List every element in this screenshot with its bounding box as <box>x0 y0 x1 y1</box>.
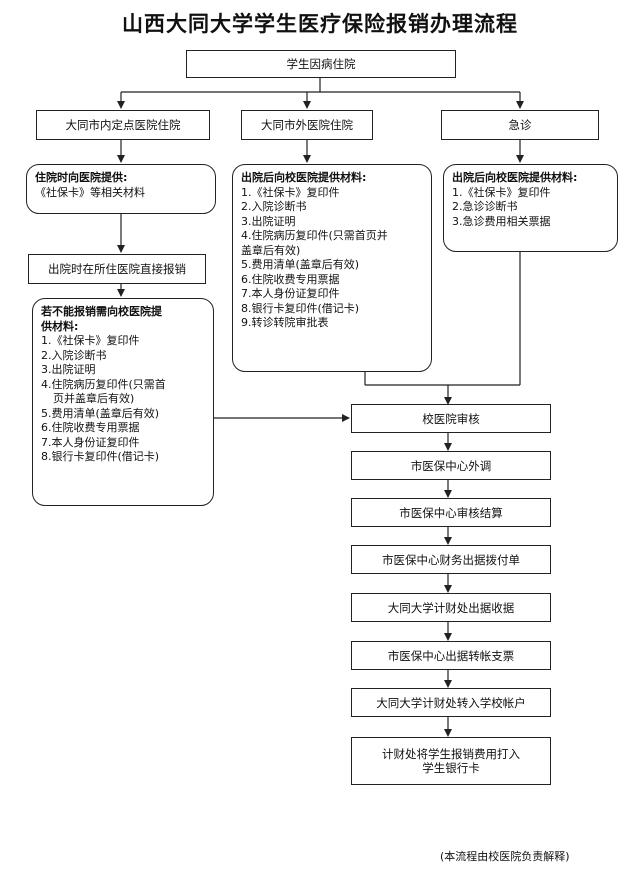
box-heading-cont: 供材料: <box>41 319 79 333</box>
outside-city-materials: 出院后向校医院提供材料: 1.《社保卡》复印件 2.入院诊断书 3.出院证明 4… <box>232 164 432 372</box>
material-item: 4.住院病历复印件(只需首 <box>41 377 166 391</box>
material-item: 3.出院证明 <box>41 363 96 376</box>
direct-reimburse-node: 出院时在所住医院直接报销 <box>28 254 206 284</box>
final-line-1: 计财处将学生报销费用打入 <box>382 747 520 761</box>
emergency-materials: 出院后向校医院提供材料: 1.《社保卡》复印件 2.急诊诊断书 3.急诊费用相关… <box>443 164 618 252</box>
branch-inside-city: 大同市内定点医院住院 <box>36 110 210 140</box>
material-item: 5.费用清单(盖章后有效) <box>241 258 360 271</box>
page-title: 山西大同大学学生医疗保险报销办理流程 <box>122 11 518 36</box>
step-school-account: 大同大学计财处转入学校帐户 <box>351 688 551 717</box>
material-item: 5.费用清单(盖章后有效) <box>41 406 160 420</box>
material-item: 1.《社保卡》复印件 <box>41 334 140 347</box>
branch-emergency: 急诊 <box>441 110 599 140</box>
material-item: 7.本人身份证复印件 <box>241 287 340 300</box>
material-item: 7.本人身份证复印件 <box>41 435 140 449</box>
start-node: 学生因病住院 <box>186 50 456 78</box>
step-final-payout: 计财处将学生报销费用打入 学生银行卡 <box>351 737 551 785</box>
step-cheque: 市医保中心出据转帐支票 <box>351 641 551 670</box>
material-item: 4.住院病历复印件(只需首页并 <box>241 229 388 242</box>
step-clinic-review: 校医院审核 <box>351 404 551 433</box>
material-item: 8.银行卡复印件(借记卡) <box>41 450 160 463</box>
school-clinic-materials: 若不能报销需向校医院提 供材料: 1.《社保卡》复印件 2.入院诊断书 3.出院… <box>32 298 214 506</box>
material-item: 《社保卡》等相关材料 <box>35 185 145 199</box>
branch-outside-city: 大同市外医院住院 <box>241 110 373 140</box>
final-line-2: 学生银行卡 <box>422 761 480 775</box>
material-item: 盖章后有效) <box>241 243 301 257</box>
box-heading: 若不能报销需向校医院提 <box>41 305 162 318</box>
material-item: 页并盖章后有效) <box>53 392 135 405</box>
material-item: 1.《社保卡》复印件 <box>452 185 551 199</box>
inside-city-materials: 住院时向医院提供: 《社保卡》等相关材料 <box>26 164 216 214</box>
step-investigation: 市医保中心外调 <box>351 451 551 480</box>
box-heading: 出院后向校医院提供材料: <box>241 171 367 184</box>
material-item: 3.出院证明 <box>241 214 296 228</box>
material-item: 6.住院收费专用票据 <box>41 421 140 434</box>
step-settlement: 市医保中心审核结算 <box>351 498 551 527</box>
material-item: 3.急诊费用相关票据 <box>452 214 551 228</box>
box-heading: 出院后向校医院提供材料: <box>452 171 578 184</box>
material-item: 2.急诊诊断书 <box>452 200 518 213</box>
footnote: (本流程由校医院负责解释) <box>440 850 570 863</box>
material-item: 2.入院诊断书 <box>241 200 307 213</box>
material-item: 8.银行卡复印件(借记卡) <box>241 301 360 315</box>
material-item: 9.转诊转院审批表 <box>241 316 329 329</box>
material-item: 1.《社保卡》复印件 <box>241 185 340 199</box>
box-heading: 住院时向医院提供: <box>35 171 128 184</box>
material-item: 2.入院诊断书 <box>41 348 107 362</box>
material-item: 6.住院收费专用票据 <box>241 272 340 286</box>
step-receipt: 大同大学计财处出据收据 <box>351 593 551 622</box>
step-payment-order: 市医保中心财务出据拨付单 <box>351 545 551 574</box>
